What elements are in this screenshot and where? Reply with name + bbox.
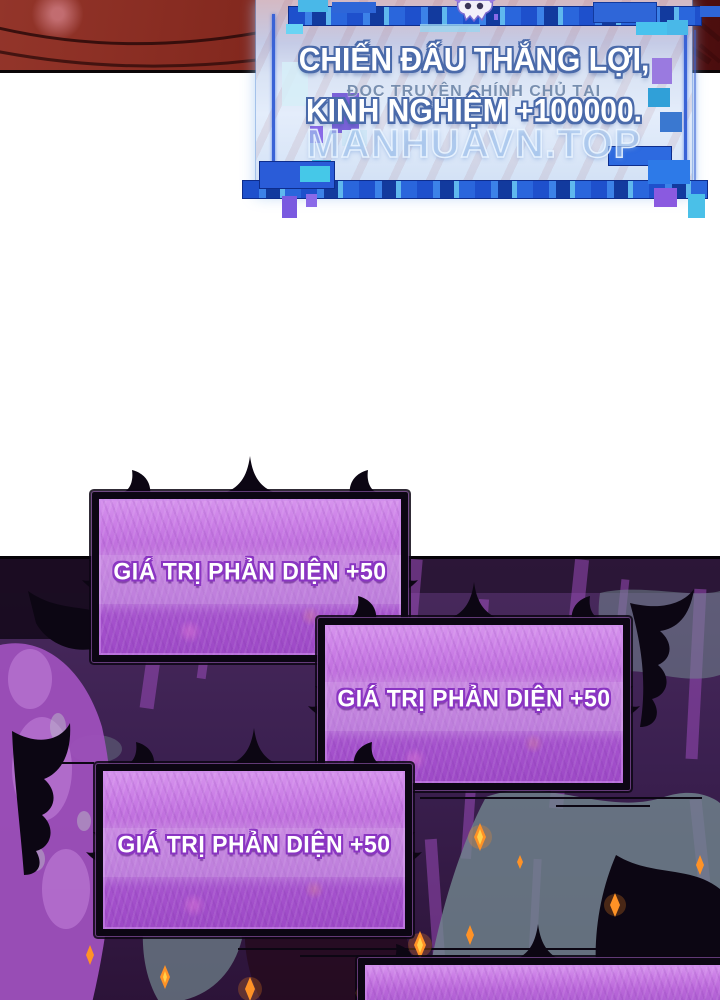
- glitch-block: [306, 194, 317, 207]
- skull-icon: [450, 0, 500, 23]
- glitch-block: [420, 24, 480, 32]
- glitch-block: [310, 126, 323, 143]
- box-border-right-outer: [694, 30, 696, 180]
- panel-text-band: [103, 827, 405, 877]
- glitch-block: [700, 6, 720, 17]
- villain-value-text: GIÁ TRỊ PHẢN DIỆN +50: [113, 557, 387, 585]
- glitch-block: [652, 58, 672, 84]
- victory-message-line2: KINH NGHIỆM +100000.: [306, 93, 642, 130]
- glitch-block: [654, 188, 677, 207]
- villain-value-text: GIÁ TRỊ PHẢN DIỆN +50: [337, 684, 611, 712]
- glitch-block: [282, 196, 297, 218]
- box-border-right: [684, 22, 687, 188]
- glitch-block: [660, 112, 682, 132]
- box-border-left: [272, 14, 275, 186]
- glitch-bar-bottom: [242, 180, 708, 199]
- glitch-block: [688, 194, 705, 218]
- glitch-block: [282, 62, 308, 106]
- glitch-block: [593, 2, 657, 23]
- villain-value-text: GIÁ TRỊ PHẢN DIỆN +50: [117, 830, 391, 858]
- glitch-block: [648, 88, 670, 107]
- glitch-block: [342, 130, 367, 146]
- glitch-block: [286, 24, 303, 34]
- panel-frame: [358, 958, 720, 1000]
- panel-frame: GIÁ TRỊ PHẢN DIỆN +50: [96, 764, 412, 936]
- panel-text-band: [99, 555, 401, 604]
- victory-message-line1: CHIẾN ĐẤU THẮNG LỢI,: [298, 42, 650, 79]
- glitch-block: [667, 20, 688, 35]
- glitch-block: [332, 2, 376, 13]
- watermark-notice: ĐỌC TRUYỆN CHÍNH CHỦ TẠI: [346, 83, 602, 100]
- notification-panel: GIÁ TRỊ PHẢN DIỆN +50: [86, 728, 422, 936]
- glitch-block: [300, 166, 330, 182]
- glitch-block: [648, 160, 690, 184]
- system-message-box: CHIẾN ĐẤU THẮNG LỢI, ĐỌC TRUYỆN CHÍNH CH…: [242, 0, 720, 218]
- notification-panel-partial: [358, 924, 720, 1000]
- glitch-block: [332, 93, 359, 133]
- watermark-site: MANHUAVN.TOP: [306, 122, 642, 166]
- panel-text-band: [325, 681, 623, 731]
- glitch-block: [298, 0, 328, 12]
- glitch-block: [636, 22, 672, 35]
